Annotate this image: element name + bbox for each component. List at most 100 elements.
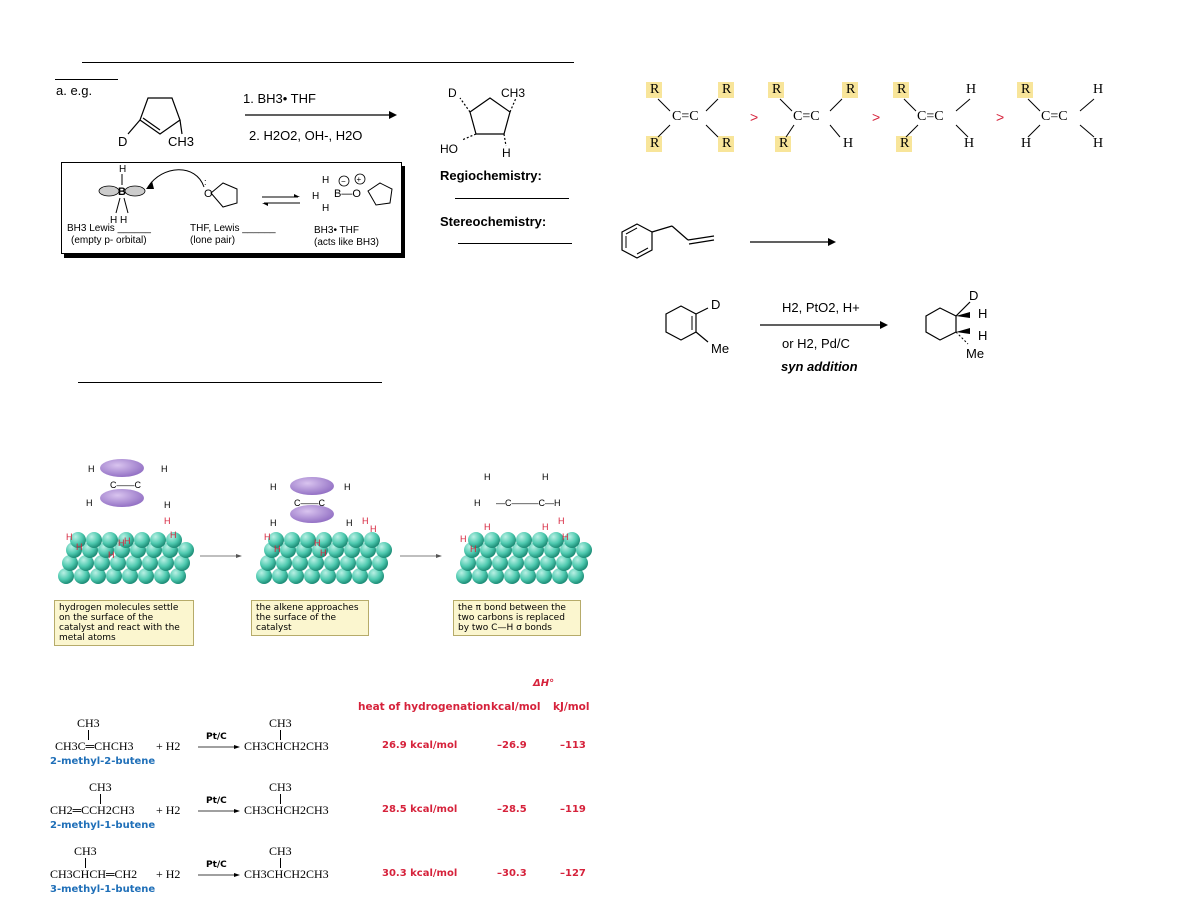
product-h-label: H <box>502 146 511 160</box>
svg-text:H: H <box>164 500 171 510</box>
svg-text:H: H <box>346 518 353 528</box>
example-label: a. e.g. <box>56 83 93 98</box>
row3-plus-h2: + H2 <box>156 867 181 881</box>
allylbenzene-structure <box>621 223 715 259</box>
svg-text:H: H <box>344 482 351 492</box>
row3-product-bond <box>280 858 281 868</box>
kj-column-header: kJ/mol <box>553 701 590 713</box>
alkene1-r1: R <box>650 82 660 97</box>
row3-reactant: CH3CHCH═CH2 <box>50 867 138 881</box>
regio-answer-blank[interactable] <box>455 198 569 199</box>
equilibrium-arrows-icon <box>262 194 300 206</box>
svg-text:—C———C—: —C———C— <box>496 498 554 508</box>
row2-product: CH3CHCH2CH3 <box>244 803 329 817</box>
example-underline <box>55 79 118 80</box>
svg-text:H: H <box>270 518 277 528</box>
hydrogenation-reagent-1: H2, PtO2, H+ <box>782 300 860 315</box>
svg-text:H: H <box>470 544 477 554</box>
alkene3-r2: R <box>900 136 910 151</box>
complex-note: (acts like BH3) <box>314 237 380 248</box>
row2-arrow <box>198 809 240 813</box>
title-blank-line <box>82 62 574 63</box>
row2-branch-bond <box>100 794 101 804</box>
alkene1-r4: R <box>722 136 732 151</box>
product-d-top-label: D <box>969 288 979 303</box>
product-d-label: D <box>448 86 457 100</box>
product-cyclopentanol-structure <box>459 97 517 147</box>
svg-text:H: H <box>270 482 277 492</box>
substrate-d-label: D <box>711 297 721 312</box>
row1-arrow <box>198 745 240 749</box>
svg-text:H: H <box>542 472 549 482</box>
alkene2-r1: R <box>772 82 782 97</box>
svg-text:H: H <box>362 516 369 526</box>
row1-kj: –113 <box>560 740 586 751</box>
substrate-me-label: Me <box>711 341 730 356</box>
step2-reagent: 2. H2O2, OH-, H2O <box>249 128 363 143</box>
svg-text:H: H <box>484 472 491 482</box>
catalyst-caption-3: the π bond between the two carbons is re… <box>453 600 581 636</box>
product-me-label: Me <box>966 346 985 361</box>
hydrogenation-reagent-2: or H2, Pd/C <box>782 336 850 351</box>
row2-plus-h2: + H2 <box>156 803 181 817</box>
alkene2-r3: R <box>779 136 789 151</box>
svg-text:H: H <box>124 536 131 546</box>
row2-kcal: –28.5 <box>497 804 527 815</box>
svg-text:H: H <box>474 498 481 508</box>
thf-structure: O : <box>204 177 238 208</box>
svg-text:H: H <box>370 524 377 534</box>
row3-kcal: –30.3 <box>497 868 527 879</box>
row2-branch: CH3 <box>89 780 112 794</box>
svg-text:−: − <box>341 177 346 186</box>
methylcyclohexane-product-structure <box>925 301 971 345</box>
reactant-ch3-label: CH3 <box>168 134 195 149</box>
svg-text:H: H <box>264 532 271 542</box>
svg-text:H: H <box>484 522 491 532</box>
svg-text:B—O: B—O <box>334 188 361 200</box>
alkene1-bond: C=C <box>672 109 699 124</box>
alkene2-bond: C=C <box>793 109 820 124</box>
row3-name: 3-methyl-1-butene <box>50 884 156 895</box>
alkene3-h1: H <box>966 82 977 97</box>
thf-note: (lone pair) <box>190 235 236 246</box>
alkene4-h1: H <box>1093 82 1104 97</box>
stereochemistry-label: Stereochemistry: <box>440 214 547 229</box>
svg-text:H: H <box>322 175 329 186</box>
row3-kj: –127 <box>560 868 586 879</box>
svg-text:H: H <box>170 530 177 540</box>
alkene2-r2: R <box>846 82 856 97</box>
row1-name: 2-methyl-2-butene <box>50 756 156 767</box>
row1-product-branch: CH3 <box>269 716 292 730</box>
row2-product-bond <box>280 794 281 804</box>
stereo-answer-blank[interactable] <box>458 243 572 244</box>
svg-text:H: H <box>542 522 549 532</box>
svg-text:H: H <box>86 498 93 508</box>
svg-text:C——C: C——C <box>294 498 325 508</box>
row1-catalyst: Pt/C <box>206 732 227 742</box>
heat-column-header: heat of hydrogenation <box>358 701 491 713</box>
row2-heat: 28.5 kcal/mol <box>382 804 458 815</box>
row1-product-bond <box>280 730 281 740</box>
bh3-note: (empty p- orbital) <box>71 235 147 246</box>
greater-than-1: > <box>750 109 759 125</box>
bh3-structure: H B H H <box>98 164 146 225</box>
row3-heat: 30.3 kcal/mol <box>382 868 458 879</box>
step1-reagent: 1. BH3• THF <box>243 91 316 106</box>
product-h2-label: H <box>978 328 988 343</box>
svg-text:+: + <box>357 175 362 184</box>
bh3-thf-complex-structure: H − + H B—O H <box>312 173 393 214</box>
row3-catalyst: Pt/C <box>206 860 227 870</box>
row1-reactant: CH3C═CHCH3 <box>55 739 134 753</box>
alkene4-r: R <box>1021 82 1031 97</box>
alkene3-h2: H <box>964 136 975 151</box>
reactant-d-label: D <box>118 134 128 149</box>
svg-text:H: H <box>108 550 115 560</box>
curved-arrow-icon <box>146 169 205 189</box>
row2-name: 2-methyl-1-butene <box>50 820 156 831</box>
row3-arrow <box>198 873 240 877</box>
alkene1-r3: R <box>650 136 660 151</box>
row2-catalyst: Pt/C <box>206 796 227 806</box>
row2-product-branch: CH3 <box>269 780 292 794</box>
row2-kj: –119 <box>560 804 586 815</box>
